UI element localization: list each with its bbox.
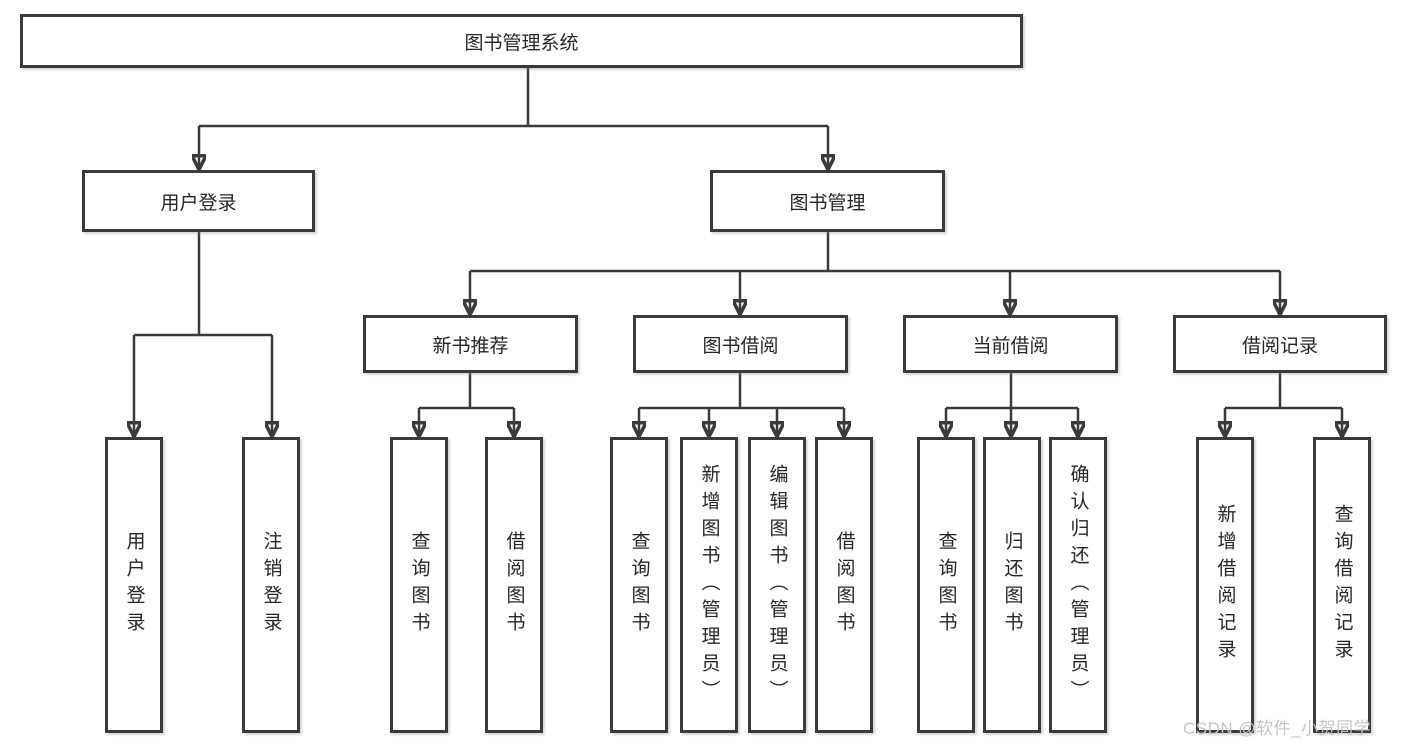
node-leaf-bb-add-book: 新增图书（管理员） <box>680 437 738 733</box>
node-leaf-br-query-record: 查询借阅记录 <box>1313 437 1371 733</box>
node-user-login: 用户登录 <box>82 170 315 232</box>
node-book-borrow: 图书借阅 <box>633 315 848 373</box>
connector-root-trunk <box>199 68 828 128</box>
node-leaf-br-add-record-label: 新增借阅记录 <box>1214 504 1236 666</box>
node-leaf-bb-query-book-label: 查询图书 <box>628 531 650 639</box>
node-leaf-nb-query-book-label: 查询图书 <box>408 531 430 639</box>
node-leaf-nb-query-book: 查询图书 <box>390 437 448 733</box>
node-book-management: 图书管理 <box>710 170 945 232</box>
connector-book-management-trunk <box>470 232 1280 273</box>
node-book-management-label: 图书管理 <box>789 192 866 214</box>
node-library-system: 图书管理系统 <box>20 14 1023 68</box>
node-leaf-cb-confirm-return-label: 确认归还（管理员） <box>1067 463 1089 707</box>
node-leaf-cb-return-book-label: 归还图书 <box>1001 531 1023 639</box>
connector-current-borrow-trunk <box>946 373 1078 410</box>
connector-book-borrow-trunk <box>639 373 844 410</box>
node-borrow-records: 借阅记录 <box>1173 315 1387 373</box>
node-library-system-label: 图书管理系统 <box>464 32 579 54</box>
node-leaf-bb-query-book: 查询图书 <box>610 437 668 733</box>
watermark: CSDN @软件_小贺同学 <box>1183 719 1372 738</box>
node-new-book-recommend: 新书推荐 <box>363 315 578 373</box>
node-borrow-records-label: 借阅记录 <box>1241 335 1318 357</box>
node-leaf-br-add-record: 新增借阅记录 <box>1196 437 1254 733</box>
connector-new-book-trunk <box>419 373 514 410</box>
node-leaf-cb-query-book-label: 查询图书 <box>935 531 957 639</box>
node-leaf-bb-add-book-label: 新增图书（管理员） <box>698 463 720 707</box>
node-current-borrow: 当前借阅 <box>903 315 1118 373</box>
node-leaf-user-login-label: 用户登录 <box>123 531 145 639</box>
node-leaf-bb-edit-book: 编辑图书（管理员） <box>748 437 806 733</box>
node-leaf-cb-confirm-return: 确认归还（管理员） <box>1049 437 1107 733</box>
node-leaf-nb-borrow-book: 借阅图书 <box>485 437 543 733</box>
node-leaf-logout-label: 注销登录 <box>260 531 282 639</box>
connector-borrow-records-trunk <box>1225 373 1342 410</box>
node-book-borrow-label: 图书借阅 <box>702 335 779 357</box>
node-leaf-br-query-record-label: 查询借阅记录 <box>1331 504 1353 666</box>
node-leaf-cb-return-book: 归还图书 <box>983 437 1041 733</box>
node-user-login-label: 用户登录 <box>160 192 237 214</box>
node-leaf-nb-borrow-book-label: 借阅图书 <box>503 531 525 639</box>
connector-user-login-trunk <box>134 232 272 337</box>
node-leaf-cb-query-book: 查询图书 <box>917 437 975 733</box>
node-leaf-bb-borrow-book-label: 借阅图书 <box>833 531 855 639</box>
node-leaf-bb-edit-book-label: 编辑图书（管理员） <box>766 463 788 707</box>
node-new-book-recommend-label: 新书推荐 <box>432 335 509 357</box>
node-leaf-bb-borrow-book: 借阅图书 <box>815 437 873 733</box>
node-current-borrow-label: 当前借阅 <box>972 335 1049 357</box>
node-leaf-user-login: 用户登录 <box>105 437 163 733</box>
node-leaf-logout: 注销登录 <box>242 437 300 733</box>
